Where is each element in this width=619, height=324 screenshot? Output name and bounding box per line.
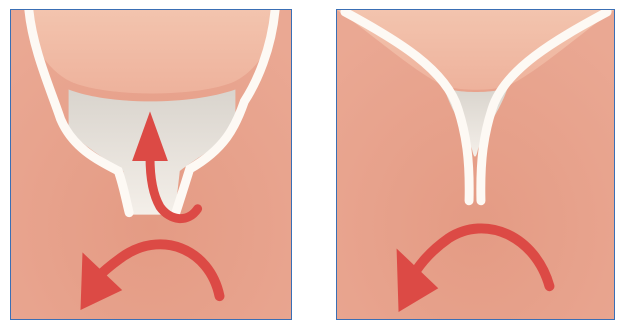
open-valve-illustration [11, 10, 291, 319]
closed-valve-panel [336, 9, 615, 320]
open-valve-panel [10, 9, 292, 320]
closed-valve-illustration [337, 10, 614, 319]
